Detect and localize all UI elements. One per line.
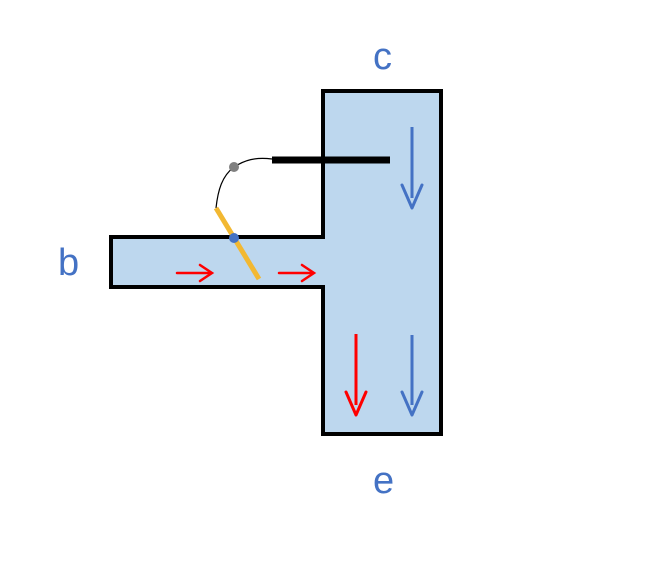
- flap-pivot-icon: [229, 233, 239, 243]
- label-left: b: [58, 242, 80, 284]
- label-bottom: e: [373, 460, 395, 502]
- red-right-arrow-icon: [277, 263, 317, 283]
- blue-down-arrow-icon: [400, 335, 424, 417]
- label-top: c: [373, 36, 392, 78]
- linkage-joint-icon: [229, 162, 239, 172]
- blue-down-arrow-icon: [400, 127, 424, 210]
- red-down-arrow-icon: [344, 334, 368, 417]
- flap-gate: [213, 206, 262, 281]
- pipe-body: [109, 89, 443, 436]
- red-right-arrow-icon: [175, 263, 215, 283]
- linkage-wire: [215, 157, 273, 209]
